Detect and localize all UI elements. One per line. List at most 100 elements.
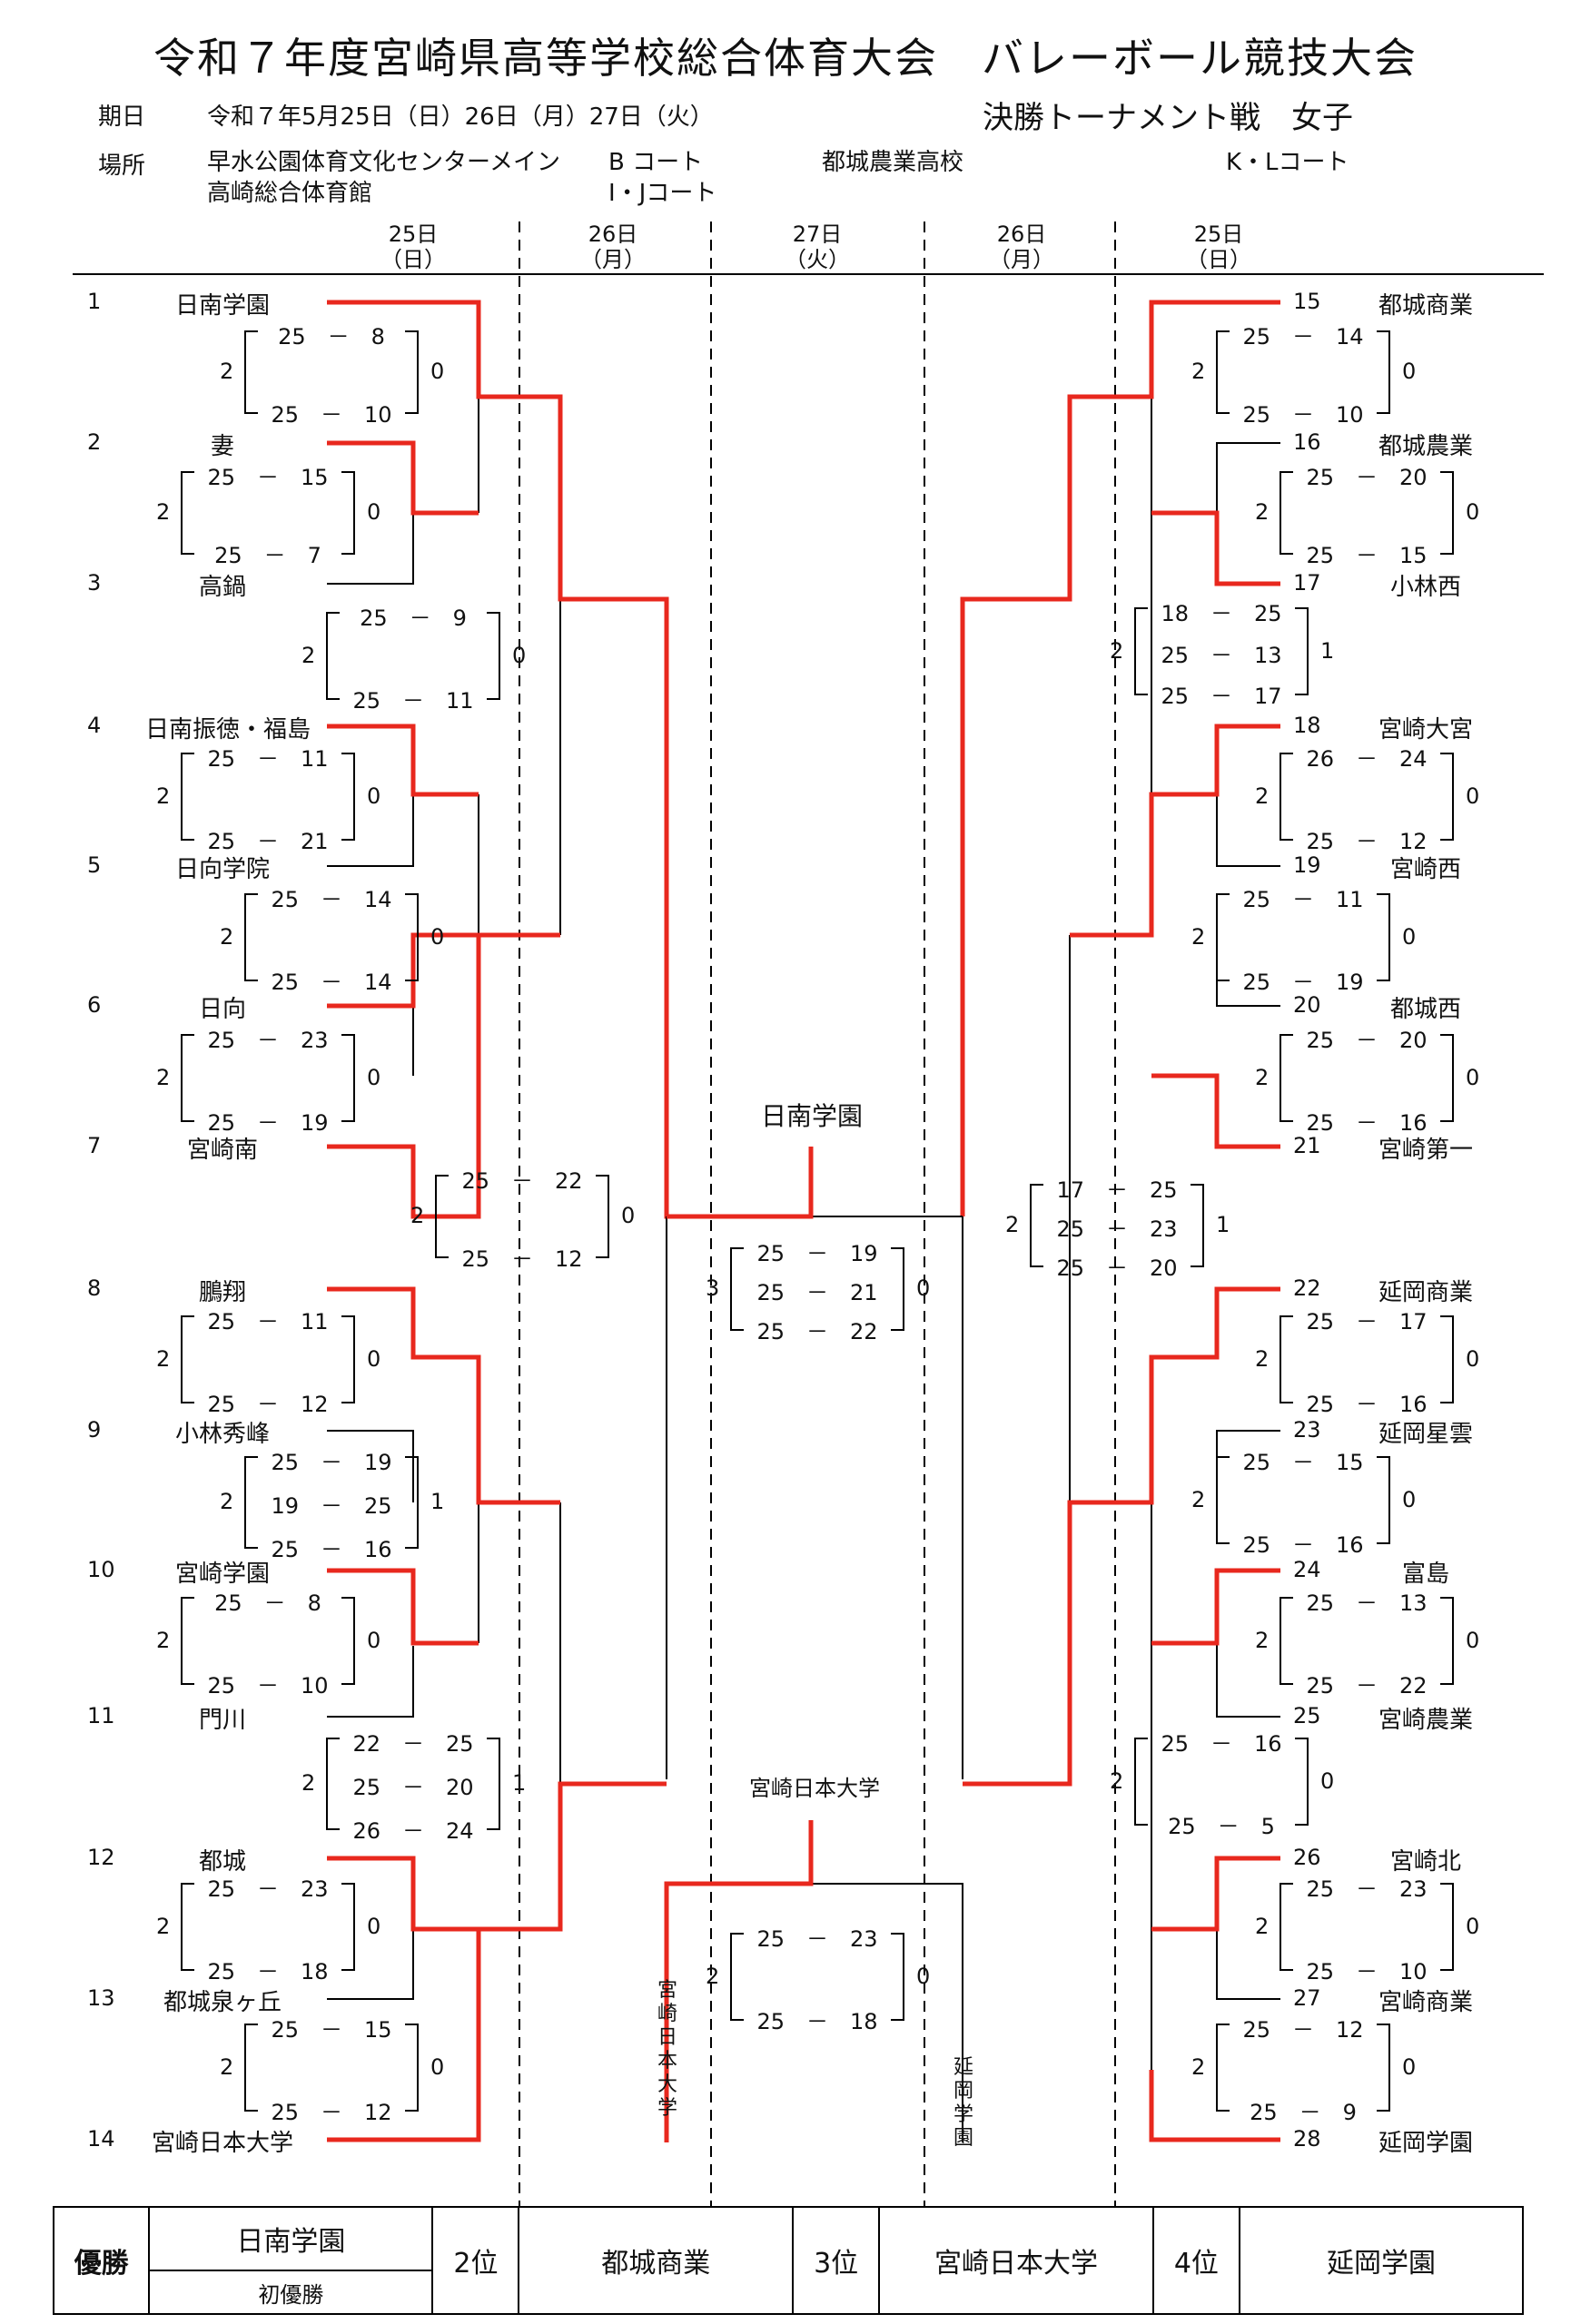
team-number: 27 [1293, 1985, 1321, 2011]
bracket-lines [73, 222, 1544, 2206]
set-score: 25 － 22 [461, 1168, 583, 1194]
team-number: 21 [1293, 1133, 1321, 1158]
team-number: 8 [87, 1275, 102, 1301]
score-bracket [1280, 1597, 1454, 1685]
team-name: 都城泉ヶ丘 [163, 1989, 282, 2016]
score-bracket [181, 753, 355, 841]
score-bracket [1216, 893, 1390, 981]
sets-won-right: 0 [430, 2053, 445, 2080]
team-name: 宮崎南 [186, 1137, 258, 1164]
score-bracket [1134, 1738, 1309, 1826]
results-table: 優勝 日南学園 2位 都城商業 3位 宮崎日本大学 4位 延岡学園 初優勝 [52, 2205, 1525, 2315]
sets-won-right: 1 [1320, 637, 1335, 664]
sets-won-right: 0 [916, 1963, 931, 1989]
date-value: 令和７年5月25日（日）26日（月）27日（火） [207, 103, 714, 131]
set-score: 25 － 9 [360, 606, 467, 631]
set-score: 25 － 11 [207, 746, 329, 772]
sets-won-right: 0 [430, 923, 445, 950]
sets-won-right: 0 [1402, 1486, 1417, 1512]
day-header: 25日（日） [380, 222, 446, 272]
team-name: 宮崎農業 [1378, 1707, 1473, 1734]
score-bracket [435, 1175, 609, 1258]
team-number: 24 [1293, 1557, 1321, 1582]
score-bracket [244, 2024, 419, 2112]
set-score: 25 － 19 [271, 1450, 392, 1475]
sets-won-left: 2 [1191, 923, 1206, 950]
venue-3: 高崎総合体育館 [207, 180, 373, 207]
set-score: 25 － 17 [1306, 1309, 1428, 1334]
team-number: 15 [1293, 289, 1321, 314]
set-score: 25 － 16 [1242, 1532, 1364, 1558]
team-name: 宮崎商業 [1378, 1989, 1473, 2016]
team-name: 日南学園 [174, 292, 270, 320]
team-number: 13 [87, 1985, 115, 2011]
set-score: 17 － 25 [1056, 1177, 1178, 1203]
score-bracket [1280, 753, 1454, 841]
score-bracket [244, 330, 419, 414]
rank4-team: 延岡学園 [1238, 2206, 1525, 2315]
venue-2: 都城農業高校 [822, 149, 964, 176]
sets-won-left: 2 [1110, 1768, 1124, 1794]
set-score: 25 － 11 [352, 688, 474, 714]
sets-won-right: 1 [430, 1489, 445, 1514]
sets-won-left: 2 [220, 2053, 234, 2080]
set-score: 25 － 23 [756, 1926, 878, 1952]
sets-won-left: 2 [301, 1770, 316, 1796]
third-place-right-team: 延岡学園 [953, 2056, 973, 2150]
sets-won-left: 2 [1191, 359, 1206, 384]
sets-won-right: 0 [1466, 1064, 1480, 1090]
team-name: 門川 [198, 1707, 246, 1734]
set-score: 25 － 23 [1056, 1216, 1178, 1242]
team-number: 16 [1293, 429, 1321, 455]
rank2-label: 2位 [431, 2206, 520, 2315]
set-score: 26 － 24 [352, 1818, 474, 1844]
set-score: 25 － 16 [271, 1537, 392, 1562]
rank1-label: 優勝 [52, 2206, 151, 2315]
set-score: 25 － 9 [1250, 2100, 1357, 2125]
set-score: 25 － 15 [1306, 543, 1428, 568]
team-name: 延岡星雲 [1378, 1421, 1473, 1448]
set-score: 25 － 12 [461, 1246, 583, 1272]
sets-won-right: 0 [1320, 1768, 1335, 1794]
sets-won-right: 0 [367, 1627, 381, 1653]
venue-3-court: I・Jコート [608, 180, 717, 207]
team-number: 19 [1293, 852, 1321, 878]
sets-won-right: 0 [367, 1345, 381, 1372]
score-bracket [1280, 1883, 1454, 1971]
set-score: 25 － 13 [1306, 1590, 1428, 1616]
sets-won-left: 2 [1255, 1627, 1270, 1653]
sets-won-left: 2 [1255, 1913, 1270, 1939]
score-bracket [326, 1738, 500, 1830]
score-bracket [1280, 1034, 1454, 1122]
team-name: 日向 [198, 996, 246, 1023]
score-bracket [730, 1933, 904, 2021]
sets-won-left: 2 [156, 499, 171, 525]
set-score: 25 － 20 [1306, 1028, 1428, 1053]
set-score: 25 － 15 [1242, 1450, 1364, 1475]
day-header: 26日（月） [989, 222, 1054, 272]
set-score: 25 － 14 [1242, 324, 1364, 350]
score-bracket [1030, 1184, 1204, 1267]
score-bracket [1134, 607, 1309, 695]
score-bracket [244, 1456, 419, 1549]
score-bracket [181, 1034, 355, 1122]
set-score: 25 － 11 [207, 1309, 329, 1334]
sets-won-right: 0 [1466, 1345, 1480, 1372]
set-score: 25 － 10 [207, 1673, 329, 1699]
score-bracket [181, 1883, 355, 1971]
rank1-note: 初優勝 [148, 2270, 434, 2315]
sets-won-left: 2 [156, 1064, 171, 1090]
team-number: 11 [87, 1703, 115, 1728]
team-name: 宮崎日本大学 [151, 2130, 293, 2157]
team-number: 4 [87, 713, 102, 738]
sets-won-right: 0 [367, 499, 381, 525]
set-score: 25 － 12 [271, 2100, 392, 2125]
sets-won-left: 2 [156, 1913, 171, 1939]
sets-won-left: 2 [220, 1489, 234, 1514]
venue-1-court: B コート [608, 149, 704, 176]
team-name: 高鍋 [198, 574, 246, 601]
rank2-team: 都城商業 [518, 2206, 795, 2315]
rank1-team: 日南学園 [148, 2205, 434, 2272]
team-name: 日向学院 [174, 856, 270, 883]
team-name: 宮崎西 [1389, 856, 1461, 883]
